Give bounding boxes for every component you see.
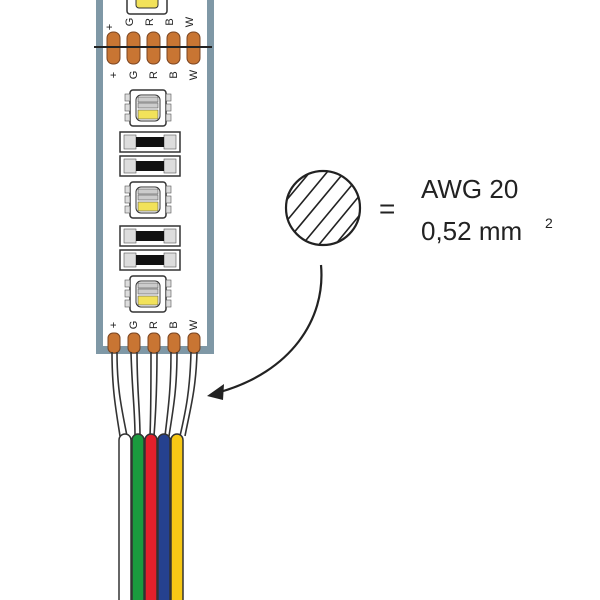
- pin-label-top-r: R: [144, 18, 156, 26]
- pin-labels-bottom: + G R B W: [108, 319, 200, 330]
- wire-cross-section-icon: [284, 169, 362, 247]
- pin-labels-middle: + G R B W: [108, 69, 200, 80]
- pin-label-top-w: W: [184, 16, 196, 27]
- pin-label-mid-r: R: [148, 71, 160, 79]
- pin-label-top-g: G: [124, 18, 136, 27]
- led-chip-3: [124, 275, 172, 313]
- pin-label-mid-plus: +: [108, 72, 120, 78]
- wire-blue: [157, 433, 171, 600]
- solder-pads-bottom: [107, 332, 201, 354]
- led-chip-2: [124, 181, 172, 219]
- led-chip-1: [124, 89, 172, 127]
- resistor-pair-2: [119, 225, 181, 271]
- resistor-pair-1: [119, 131, 181, 177]
- wire-white: [118, 433, 132, 600]
- pin-label-mid-w: W: [188, 69, 200, 80]
- pin-labels-top: + G R B W: [104, 16, 196, 30]
- arrow-icon: [207, 264, 323, 400]
- pin-label-bot-r: R: [148, 321, 160, 329]
- wire-green: [131, 433, 145, 600]
- pin-label-mid-b: B: [168, 71, 180, 78]
- pin-label-mid-g: G: [128, 71, 140, 80]
- pin-label-bot-g: G: [128, 321, 140, 330]
- area-superscript: 2: [545, 215, 553, 231]
- pin-label-top-plus: +: [104, 24, 116, 30]
- wire-red: [144, 433, 158, 600]
- insulated-wires: [118, 433, 184, 600]
- pin-label-bot-plus: +: [108, 322, 120, 328]
- area-label: 0,52 mm: [421, 216, 522, 246]
- equals-sign: =: [379, 193, 395, 224]
- bare-wires: [111, 351, 198, 437]
- pin-label-bot-b: B: [168, 321, 180, 328]
- led-chip-top: [126, 0, 168, 15]
- pin-label-top-b: B: [164, 18, 176, 25]
- wire-yellow: [170, 433, 184, 600]
- awg-label: AWG 20: [421, 174, 518, 204]
- pin-label-bot-w: W: [188, 319, 200, 330]
